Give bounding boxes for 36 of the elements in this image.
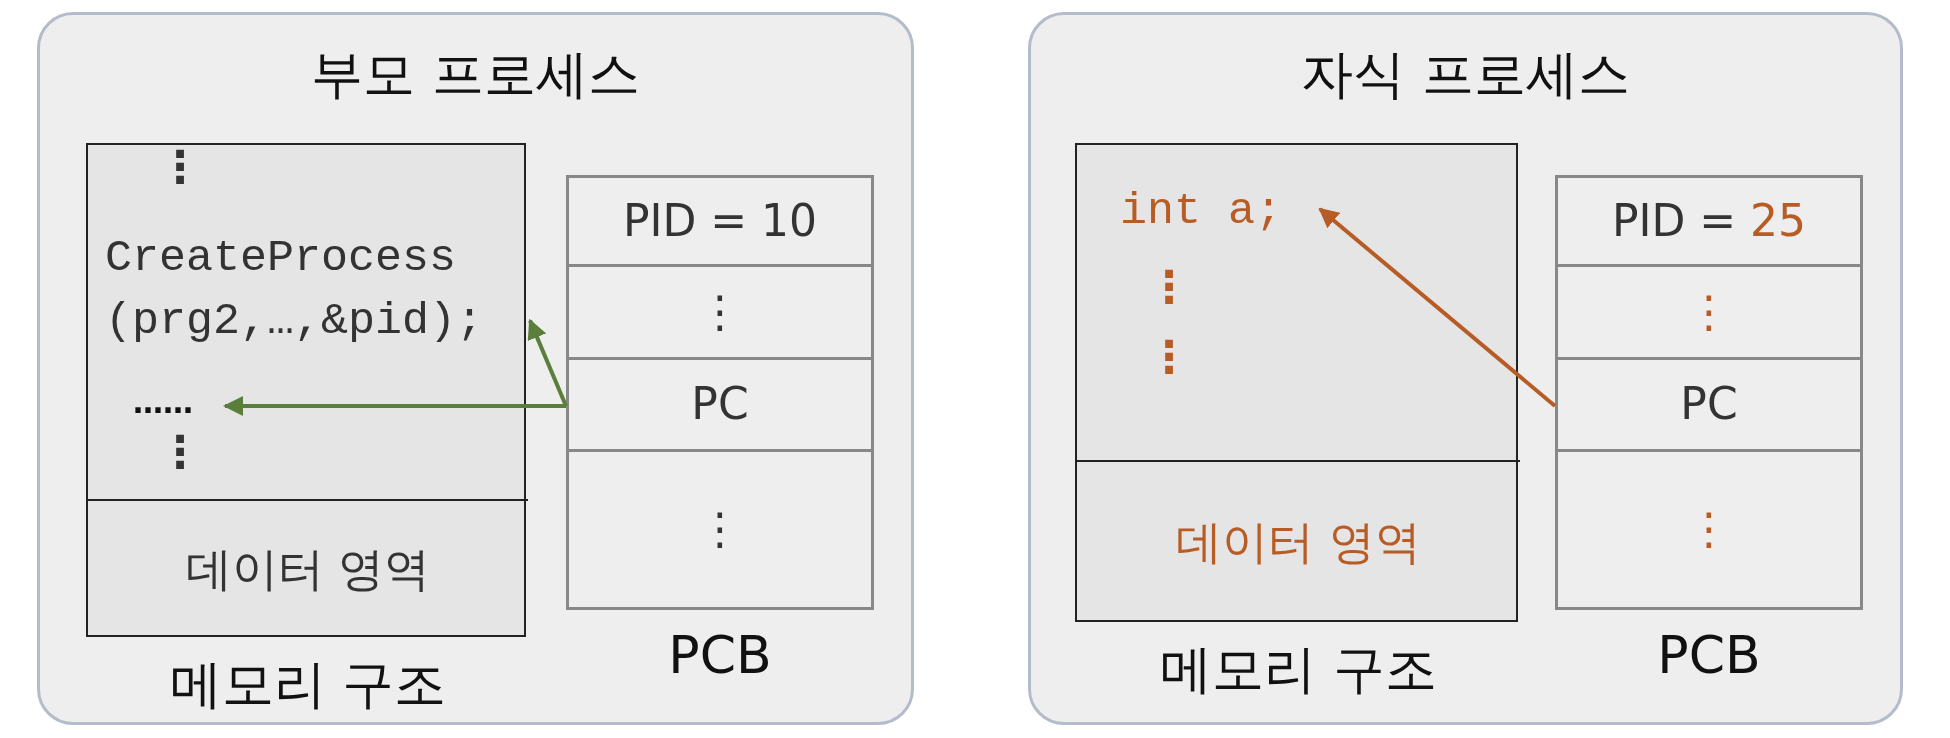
pcb-row — [1555, 452, 1863, 610]
pcb-row — [566, 360, 874, 452]
pcb-row — [1555, 360, 1863, 452]
panel-title: 부모 프로세스 — [310, 43, 641, 106]
row-text: PC — [691, 378, 749, 431]
pcb-label: PCB — [1656, 624, 1762, 687]
pcb-row — [566, 175, 874, 267]
row-text: ⋮ — [1687, 503, 1731, 556]
memory-label: 메모리 구조 — [168, 653, 448, 716]
row-text: ⋮ — [698, 503, 742, 556]
panel-title: 자식 프로세스 — [1300, 43, 1631, 106]
arrow — [1318, 207, 1557, 408]
code-text: int a; — [1120, 185, 1284, 239]
pcb-label: PCB — [667, 624, 773, 687]
arrow — [527, 318, 568, 407]
vertical-ellipsis: ⋮ — [1147, 335, 1191, 379]
pcb-row — [1555, 175, 1863, 267]
row-text: PC — [1680, 378, 1738, 431]
code-text: CreateProcess (prg2,…,&pid); — [105, 232, 485, 349]
vertical-ellipsis: ⋮ — [158, 145, 202, 189]
memory-label: 메모리 구조 — [1159, 638, 1438, 701]
pcb-row — [566, 452, 874, 610]
process-panel — [1028, 12, 1903, 725]
pcb-row — [566, 267, 874, 360]
row-text: PID = 10 — [622, 194, 818, 248]
vertical-ellipsis: ⋮ — [158, 430, 202, 474]
area-label: 데이터 영역 — [185, 542, 431, 598]
row-text: ⋮ — [698, 285, 742, 339]
area-label: 데이터 영역 — [1176, 515, 1421, 571]
arrow — [223, 396, 566, 416]
ellipsis-text: …… — [133, 385, 194, 421]
pcb-row — [1555, 267, 1863, 360]
row-text: PID = 25 — [1611, 194, 1807, 248]
vertical-ellipsis: ⋮ — [1147, 265, 1191, 309]
row-text: ⋮ — [1687, 285, 1731, 339]
process-panel — [37, 12, 914, 725]
